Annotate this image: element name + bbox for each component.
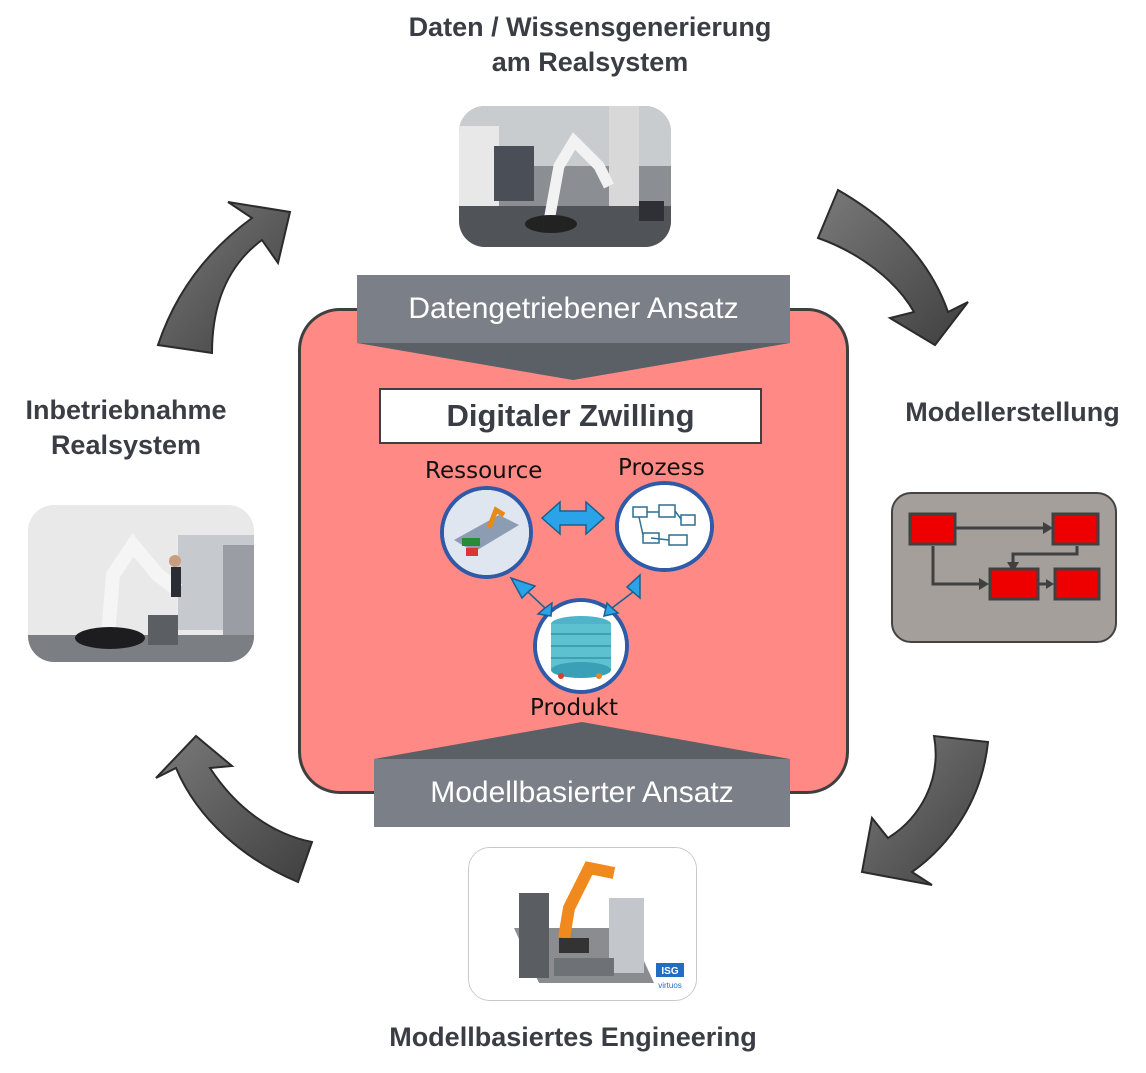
digital-twin-panel	[298, 308, 849, 794]
cycle-arrow-top-left	[156, 201, 292, 355]
cycle-arrow-bottom-left	[155, 734, 314, 884]
label-left: Inbetriebnahme Realsystem	[25, 395, 227, 460]
resource-bubble	[440, 486, 533, 579]
cycle-arrow-top-right	[816, 188, 969, 347]
node-label-product: Produkt	[530, 695, 619, 721]
photo-real-robot-lab	[459, 106, 671, 247]
label-top: Daten / Wissensgenerierung am Realsystem	[408, 12, 772, 77]
photo-simulation: ISG virtuos	[468, 847, 697, 1001]
isg-logo-box	[656, 963, 684, 977]
product-bubble	[533, 598, 629, 694]
model-graph-card	[891, 492, 1117, 643]
data-driven-approach-band: Datengetriebener Ansatz	[357, 275, 790, 343]
digital-twin-title: Digitaler Zwilling	[379, 388, 762, 444]
model-based-approach-band: Modellbasierter Ansatz	[374, 759, 790, 827]
label-bottom: Modellbasiertes Engineering	[389, 1022, 757, 1052]
label-right: Modellerstellung	[905, 397, 1120, 427]
node-label-process: Prozess	[618, 455, 705, 481]
photo-commissioning	[28, 505, 254, 662]
virtuos-logo-text: virtuos	[658, 981, 682, 990]
process-bubble	[615, 481, 714, 572]
model-graph	[908, 512, 1101, 601]
cycle-arrow-bottom-right	[860, 734, 990, 886]
node-label-resource: Ressource	[425, 458, 543, 484]
isg-logo-text: ISG	[661, 966, 678, 977]
